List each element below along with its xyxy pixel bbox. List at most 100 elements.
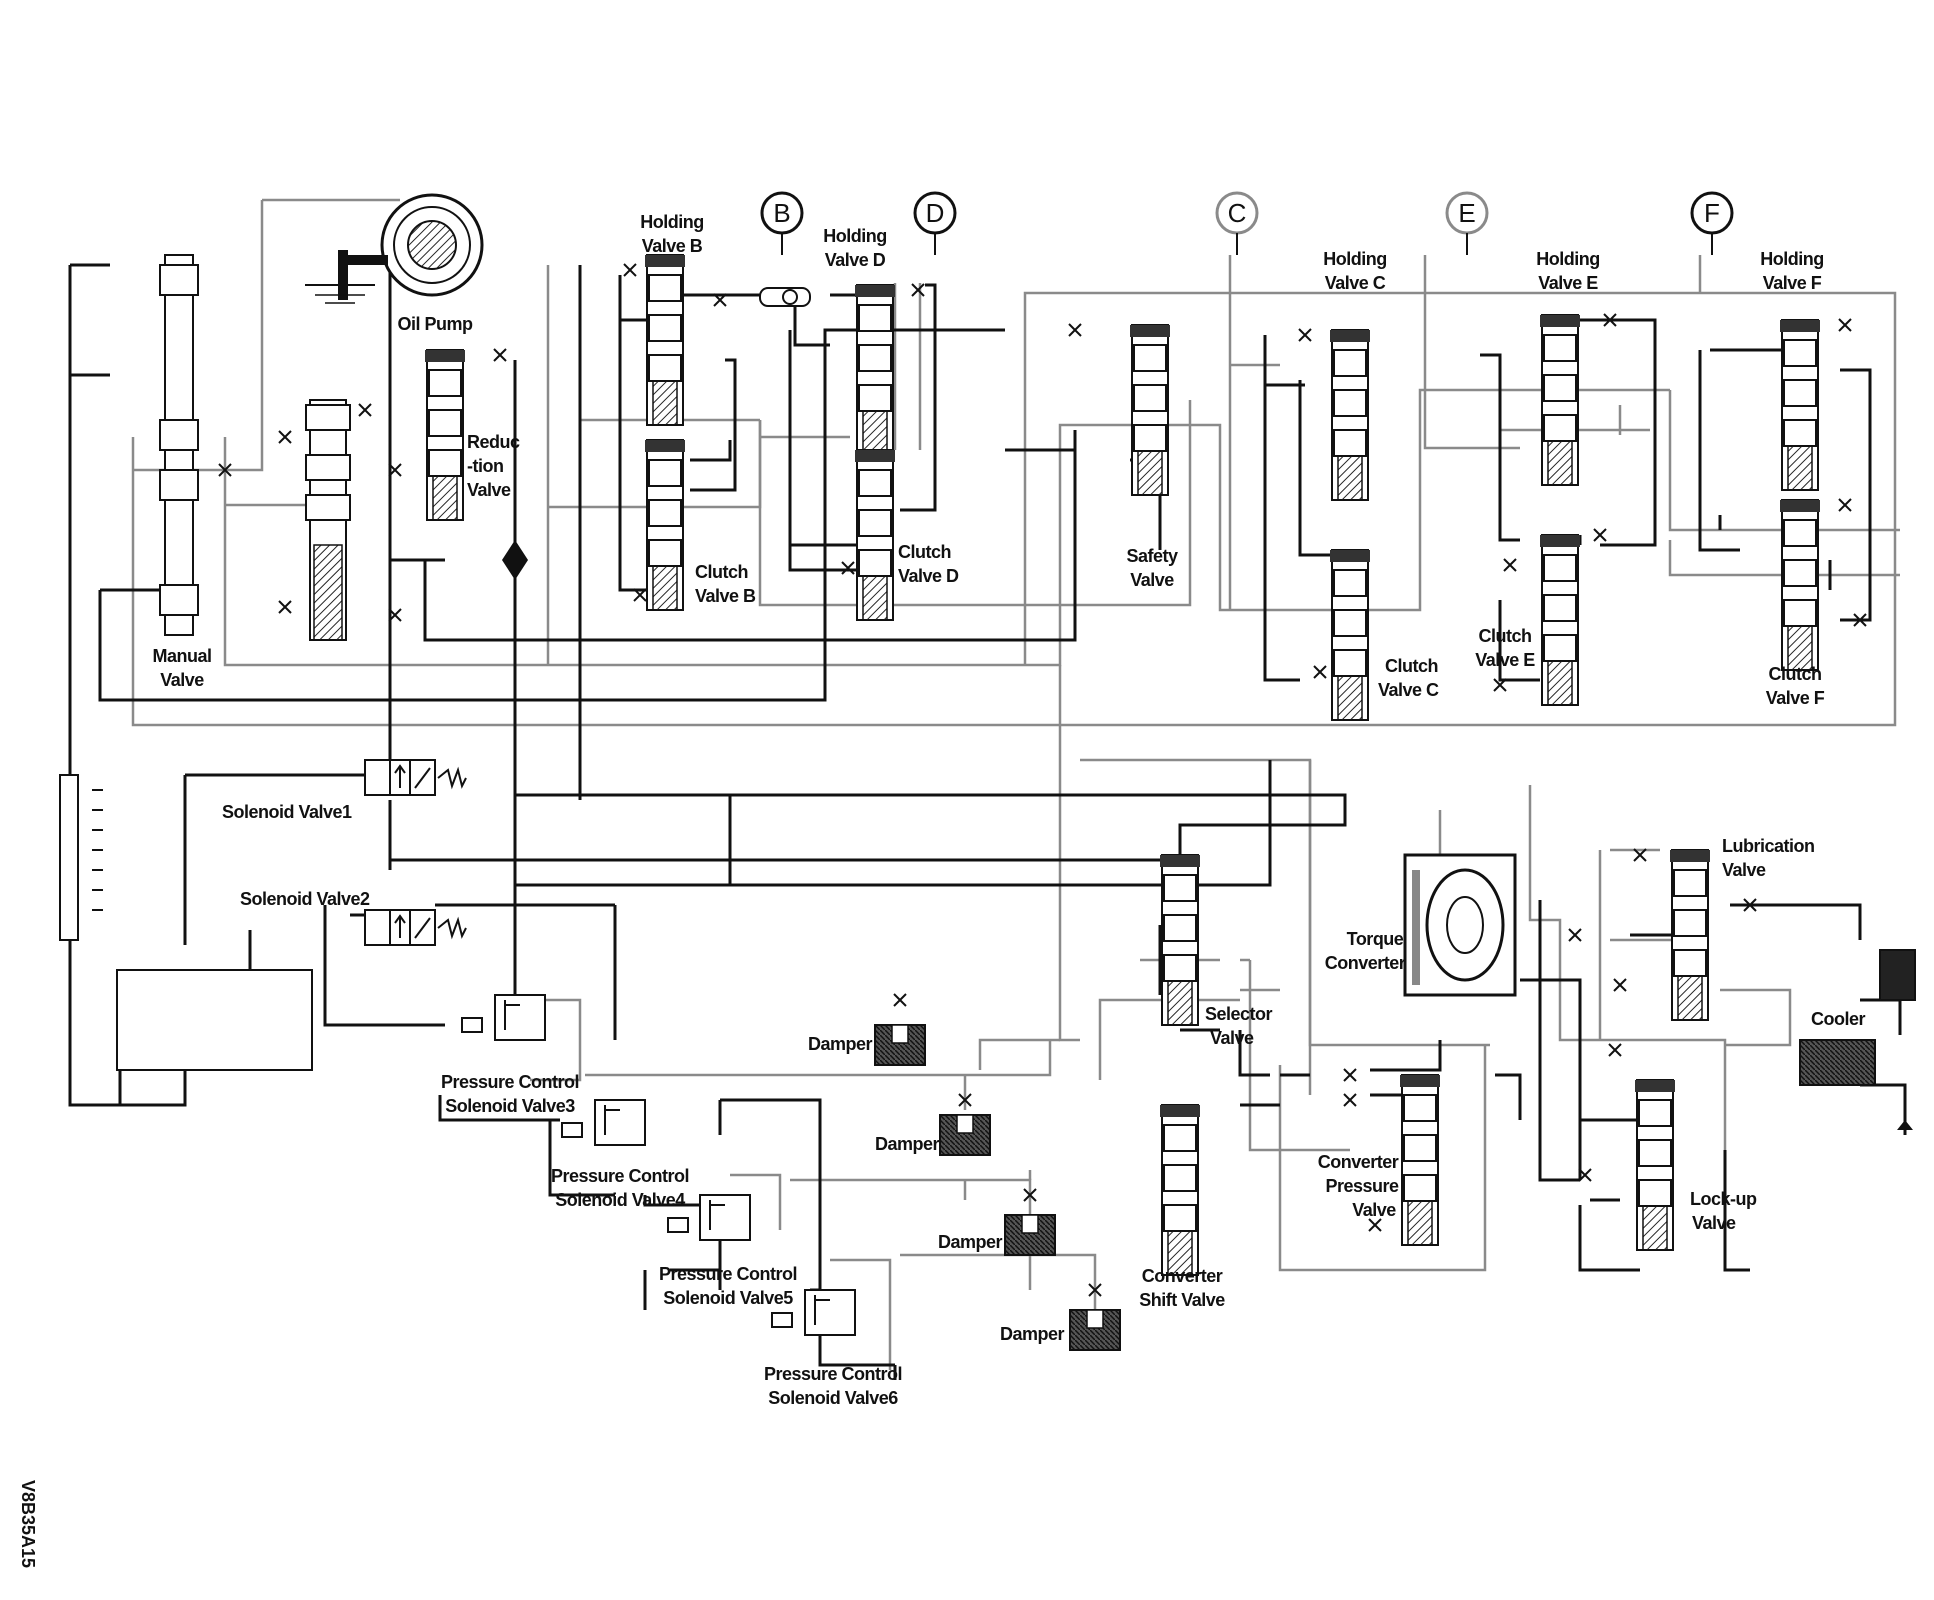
damper-3 bbox=[1004, 1214, 1056, 1256]
filter bbox=[1879, 949, 1916, 1001]
selector-valve-spool bbox=[1159, 854, 1201, 1026]
label-clutch-e-1: Clutch bbox=[1479, 626, 1532, 646]
torque-converter bbox=[1403, 853, 1517, 997]
label-torque-1: Torque bbox=[1347, 929, 1404, 949]
label-safety-2: Valve bbox=[1130, 570, 1174, 590]
label-oil-pump: Oil Pump bbox=[397, 314, 473, 334]
holding-valve-b-spool bbox=[644, 254, 686, 426]
label-damper-1: Damper bbox=[808, 1034, 873, 1054]
label-pcsv3-1: Pressure Control bbox=[441, 1072, 579, 1092]
label-holding-b-2: Valve B bbox=[642, 236, 703, 256]
component-labels: Oil Pump Manual Valve Reduc -tion Valve … bbox=[18, 198, 1866, 1568]
label-solenoid-valve1: Solenoid Valve1 bbox=[222, 802, 352, 822]
figure-code: V8B35A15 bbox=[18, 1480, 38, 1568]
check-valve-diamond bbox=[502, 540, 528, 580]
label-holding-f-2: Valve F bbox=[1763, 273, 1822, 293]
label-pcsv6-1: Pressure Control bbox=[764, 1364, 902, 1384]
circle-label-b: B bbox=[773, 198, 790, 228]
manual-valve bbox=[159, 254, 199, 636]
label-clutch-b-2: Valve B bbox=[695, 586, 756, 606]
clutch-valve-f-spool bbox=[1779, 499, 1821, 671]
label-solenoid-valve2: Solenoid Valve2 bbox=[240, 889, 370, 909]
label-conv-pressure-3: Valve bbox=[1352, 1200, 1396, 1220]
label-reduction-3: Valve bbox=[467, 480, 511, 500]
label-lubrication-1: Lubrication bbox=[1722, 836, 1815, 856]
circle-marker-stubs bbox=[781, 233, 1713, 255]
shuttle-valve bbox=[759, 287, 811, 307]
label-cooler: Cooler bbox=[1811, 1009, 1866, 1029]
label-pcsv6-2: Solenoid Valve6 bbox=[768, 1388, 898, 1408]
label-conv-shift-2: Shift Valve bbox=[1139, 1290, 1225, 1310]
circle-label-e: E bbox=[1458, 198, 1475, 228]
pcsv4-symbol bbox=[561, 1099, 646, 1146]
label-clutch-d-1: Clutch bbox=[898, 542, 951, 562]
label-pcsv3-2: Solenoid Valve3 bbox=[445, 1096, 575, 1116]
clutch-valve-c-spool bbox=[1329, 549, 1371, 721]
holding-valve-e-spool bbox=[1539, 314, 1581, 486]
lockup-valve-spool bbox=[1634, 1079, 1676, 1251]
pcsv5-symbol bbox=[667, 1194, 751, 1241]
clutch-valve-d-spool bbox=[854, 449, 896, 621]
pcsv6-symbol bbox=[771, 1289, 856, 1336]
label-reduction-1: Reduc bbox=[467, 432, 520, 452]
label-lockup-2: Valve bbox=[1692, 1213, 1736, 1233]
label-selector-1: Selector bbox=[1205, 1004, 1273, 1024]
label-damper-4: Damper bbox=[1000, 1324, 1065, 1344]
label-pcsv5-2: Solenoid Valve5 bbox=[663, 1288, 793, 1308]
oil-pump bbox=[305, 193, 484, 304]
label-selector-2: Valve bbox=[1210, 1028, 1254, 1048]
label-clutch-e-2: Valve E bbox=[1475, 650, 1535, 670]
label-pcsv4-1: Pressure Control bbox=[551, 1166, 689, 1186]
circle-label-d: D bbox=[926, 198, 945, 228]
cooler-symbol bbox=[1799, 1039, 1913, 1130]
label-clutch-c-2: Valve C bbox=[1378, 680, 1439, 700]
label-clutch-f-1: Clutch bbox=[1769, 664, 1822, 684]
label-lockup-1: Lock-up bbox=[1690, 1189, 1757, 1209]
holding-valve-d-spool bbox=[854, 284, 896, 456]
label-safety-1: Safety bbox=[1126, 546, 1178, 566]
label-pcsv5-1: Pressure Control bbox=[659, 1264, 797, 1284]
circle-markers bbox=[760, 191, 1734, 235]
holding-valve-c-spool bbox=[1329, 329, 1371, 501]
converter-shift-valve-spool bbox=[1159, 1104, 1201, 1276]
converter-pressure-valve-spool bbox=[1399, 1074, 1441, 1246]
safety-valve-spool bbox=[1129, 324, 1171, 496]
label-holding-c-1: Holding bbox=[1323, 249, 1386, 269]
label-damper-3: Damper bbox=[938, 1232, 1003, 1252]
label-clutch-f-2: Valve F bbox=[1766, 688, 1825, 708]
circle-label-f: F bbox=[1704, 198, 1720, 228]
clutch-valve-e-spool bbox=[1539, 534, 1581, 706]
label-pcsv4-2: Solenoid Valve4 bbox=[555, 1190, 685, 1210]
control-unit-box bbox=[116, 969, 313, 1071]
damper-1 bbox=[874, 1024, 926, 1066]
label-clutch-b-1: Clutch bbox=[695, 562, 748, 582]
label-holding-f-1: Holding bbox=[1760, 249, 1823, 269]
label-holding-b-1: Holding bbox=[640, 212, 703, 232]
label-holding-d-2: Valve D bbox=[825, 250, 886, 270]
label-holding-d-1: Holding bbox=[823, 226, 886, 246]
damper-2 bbox=[939, 1114, 991, 1156]
label-torque-2: Converter bbox=[1325, 953, 1406, 973]
label-manual-valve-2: Valve bbox=[160, 670, 204, 690]
label-holding-e-2: Valve E bbox=[1538, 273, 1598, 293]
label-conv-pressure-2: Pressure bbox=[1325, 1176, 1399, 1196]
clutch-valve-b-spool bbox=[644, 439, 686, 611]
solenoid-valve1-symbol bbox=[345, 759, 467, 796]
left-reservoir bbox=[59, 774, 103, 941]
label-conv-shift-1: Converter bbox=[1142, 1266, 1223, 1286]
regulator-valve bbox=[305, 399, 351, 641]
circle-label-c: C bbox=[1228, 198, 1247, 228]
label-manual-valve-1: Manual bbox=[152, 646, 211, 666]
label-clutch-d-2: Valve D bbox=[898, 566, 959, 586]
label-conv-pressure-1: Converter bbox=[1318, 1152, 1399, 1172]
label-damper-2: Damper bbox=[875, 1134, 940, 1154]
solenoid-valve2-symbol bbox=[364, 909, 467, 946]
label-holding-c-2: Valve C bbox=[1325, 273, 1386, 293]
label-lubrication-2: Valve bbox=[1722, 860, 1766, 880]
reduction-valve-spool bbox=[424, 349, 466, 521]
label-holding-e-1: Holding bbox=[1536, 249, 1599, 269]
grey-circuit-lines bbox=[131, 198, 1900, 1370]
label-reduction-2: -tion bbox=[467, 456, 503, 476]
damper-4 bbox=[1069, 1309, 1121, 1351]
